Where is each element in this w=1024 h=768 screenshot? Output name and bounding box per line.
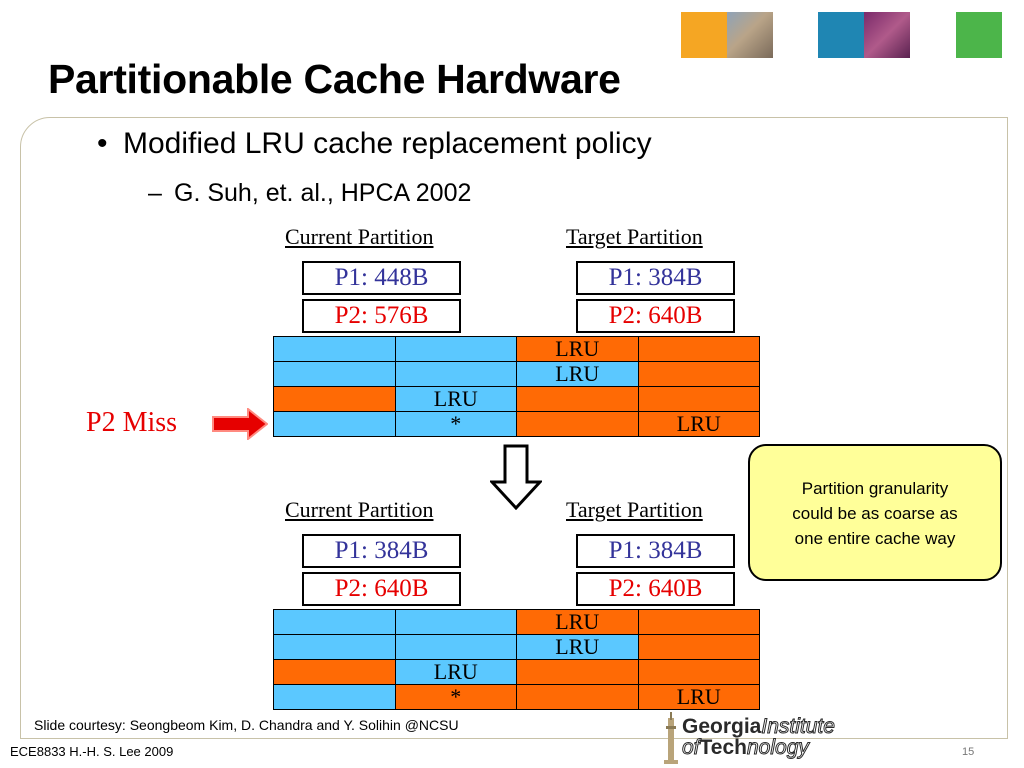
top-current-partition-header: Current Partition [285, 224, 434, 249]
bullet-symbol: • [97, 127, 108, 160]
top-target-partition-header: Target Partition [566, 224, 703, 249]
bottom-cache-set-row: LRU [273, 634, 760, 660]
bullet-main-text: Modified LRU cache replacement policy [123, 127, 652, 160]
header-deco-blue-square [818, 12, 864, 58]
logo-line-1: GeorgiaInstitute [682, 715, 836, 738]
cache-block [394, 609, 517, 635]
content-panel [20, 117, 1008, 739]
cache-block [637, 361, 760, 387]
cache-block [516, 659, 639, 685]
logo-institute: Institute [761, 715, 836, 738]
cache-block [637, 634, 760, 660]
header-deco-photo-circuit [864, 12, 910, 58]
bottom-cache-set-row: LRU [273, 609, 760, 635]
p2-miss-label: P2 Miss [86, 407, 178, 438]
bottom-current-p2-box: P2: 640B [302, 572, 461, 606]
cache-block [273, 684, 396, 710]
cache-block: LRU [394, 659, 517, 685]
top-cache-set-row: * LRU [273, 411, 760, 437]
slide-courtesy: Slide courtesy: Seongbeom Kim, D. Chandr… [34, 717, 459, 733]
header-deco-green-square [956, 12, 1002, 58]
top-target-p1-box: P1: 384B [576, 261, 735, 295]
bottom-target-p2-box: P2: 640B [576, 572, 735, 606]
cache-block: LRU [394, 386, 517, 412]
logo-of: of [682, 736, 700, 759]
miss-arrow-icon [212, 408, 268, 440]
top-current-p2-box: P2: 576B [302, 299, 461, 333]
top-target-p2-box: P2: 640B [576, 299, 735, 333]
top-current-p1-box: P1: 448B [302, 261, 461, 295]
cache-block: * [394, 684, 517, 710]
bottom-cache-grid: LRU LRU LRU * LRU [273, 609, 760, 710]
bottom-current-partition-header: Current Partition [285, 497, 434, 522]
cache-block [273, 659, 396, 685]
cache-block: * [394, 411, 517, 437]
cache-block [273, 336, 396, 362]
cache-block [394, 361, 517, 387]
cache-block [516, 411, 639, 437]
cache-block: LRU [516, 336, 639, 362]
cache-block [637, 336, 760, 362]
cache-block: LRU [637, 684, 760, 710]
granularity-callout: Partition granularity could be as coarse… [748, 444, 1002, 581]
page-number: 15 [962, 746, 975, 758]
callout-line-3: one entire cache way [794, 529, 956, 548]
top-cache-set-row: LRU [273, 336, 760, 362]
cache-block [273, 634, 396, 660]
bottom-target-p1-box: P1: 384B [576, 534, 735, 568]
bottom-cache-set-row: * LRU [273, 684, 760, 710]
sub-bullet-symbol: – [148, 179, 162, 207]
cache-block [394, 336, 517, 362]
bullet-main: • Modified LRU cache replacement policy [97, 127, 652, 161]
logo-nology: nology [746, 736, 809, 759]
top-cache-grid: LRU LRU LRU * LRU [273, 336, 760, 437]
callout-line-1: Partition granularity [801, 479, 949, 498]
top-cache-set-row: LRU [273, 361, 760, 387]
footer-course-info: ECE8833 H.-H. S. Lee 2009 [10, 744, 174, 759]
top-cache-set-row: LRU [273, 386, 760, 412]
cache-block [637, 659, 760, 685]
cache-block: LRU [637, 411, 760, 437]
cache-block [273, 361, 396, 387]
bottom-current-p1-box: P1: 384B [302, 534, 461, 568]
sub-bullet: –G. Suh, et. al., HPCA 2002 [148, 179, 471, 208]
sub-bullet-text: G. Suh, et. al., HPCA 2002 [174, 179, 472, 207]
callout-line-2: could be as coarse as [792, 504, 958, 523]
header-deco-photo-campus [727, 12, 773, 58]
slide-title: Partitionable Cache Hardware [48, 56, 621, 102]
header-deco-orange-square [681, 12, 727, 58]
cache-block [394, 634, 517, 660]
cache-block: LRU [516, 609, 639, 635]
logo-line-2: ofTechnology [682, 736, 810, 759]
bottom-target-partition-header: Target Partition [566, 497, 703, 522]
cache-block [273, 609, 396, 635]
logo-tech: Tech [699, 736, 747, 759]
tech-tower-icon [664, 712, 678, 764]
cache-block [273, 411, 396, 437]
cache-block [637, 609, 760, 635]
cache-block: LRU [516, 634, 639, 660]
cache-block [516, 386, 639, 412]
logo-georgia: Georgia [682, 715, 762, 738]
georgia-tech-logo: GeorgiaInstitute ofTechnology [652, 710, 892, 768]
cache-block: LRU [516, 361, 639, 387]
down-arrow-icon [490, 444, 542, 510]
cache-block [637, 386, 760, 412]
cache-block [273, 386, 396, 412]
cache-block [516, 684, 639, 710]
bottom-cache-set-row: LRU [273, 659, 760, 685]
